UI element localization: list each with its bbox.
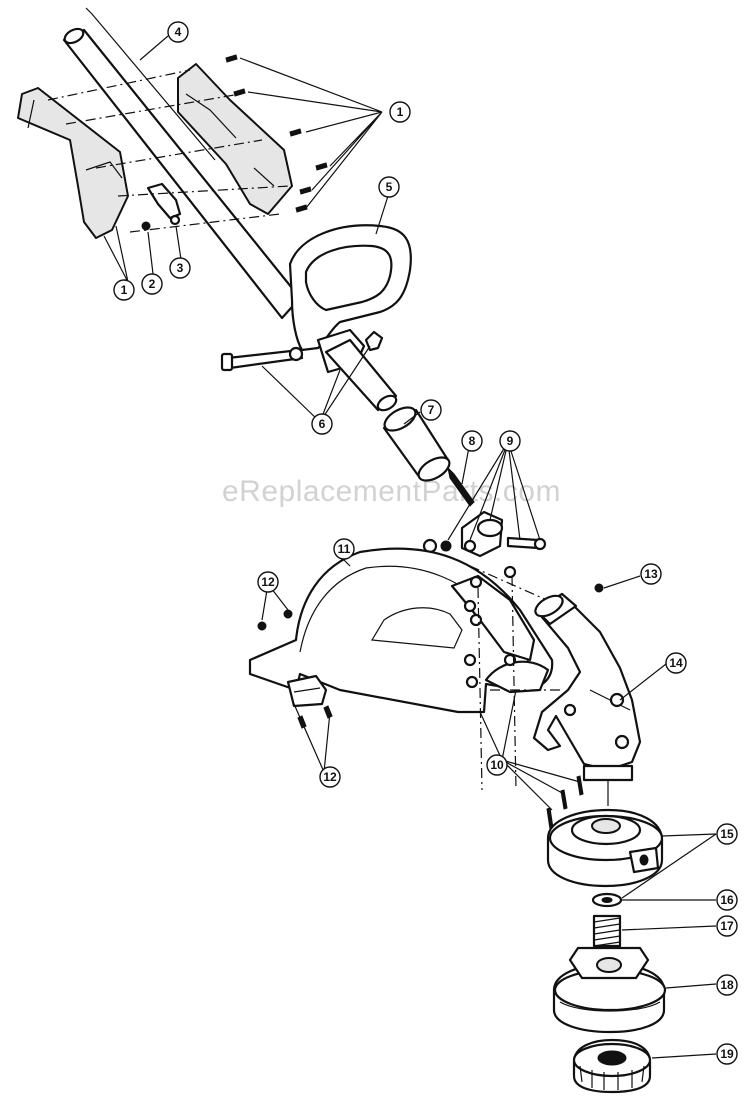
handle-housing-left: [17, 87, 129, 239]
svg-text:1: 1: [121, 283, 128, 297]
svg-text:2: 2: [149, 277, 156, 291]
svg-text:10: 10: [490, 758, 504, 772]
spring-3: [169, 214, 181, 226]
gear-head-housing: [532, 592, 642, 772]
svg-text:9: 9: [507, 434, 514, 448]
handle-knob: [364, 330, 384, 352]
nut-2: [141, 221, 151, 231]
svg-text:5: 5: [386, 180, 393, 194]
callout-6: 6: [311, 413, 333, 435]
callout-12b: 12: [319, 766, 341, 788]
callout-17: 17: [716, 915, 738, 937]
gear-head-screws: [576, 775, 584, 796]
callout-8: 8: [461, 430, 483, 452]
guard-arc: [484, 660, 550, 694]
callout-19: 19: [716, 1043, 738, 1065]
callout-4: 4: [167, 21, 189, 43]
svg-text:15: 15: [720, 827, 734, 841]
svg-text:12: 12: [261, 575, 275, 589]
svg-text:13: 13: [644, 567, 658, 581]
callout-1a: 1: [389, 101, 411, 123]
callout-2: 2: [141, 273, 163, 295]
screws-1: [225, 54, 328, 213]
spool-18: [552, 946, 667, 1034]
svg-text:7: 7: [428, 403, 435, 417]
handle-washer: [288, 346, 304, 362]
spool-housing-assembly: [546, 808, 664, 888]
callout-5: 5: [378, 176, 400, 198]
shaft-coupler: [382, 406, 475, 507]
loop-handle-inner: [304, 244, 393, 312]
leader-lines: [103, 35, 717, 1059]
gear-head-spindle-housing: [582, 764, 634, 782]
gear-head-inlet: [534, 594, 564, 618]
guard-assembly: [248, 547, 554, 729]
svg-text:19: 19: [720, 1047, 734, 1061]
bump-knob-19: [572, 1038, 652, 1094]
gear-head-screw: [594, 583, 604, 593]
svg-text:3: 3: [177, 261, 184, 275]
callout-9: 9: [499, 430, 521, 452]
guard-mount-tab: [286, 674, 328, 708]
svg-text:17: 17: [720, 919, 734, 933]
svg-text:1: 1: [397, 105, 404, 119]
throttle-cable: [85, 7, 216, 161]
guard-screw: [257, 621, 267, 631]
callout-14: 14: [665, 652, 687, 674]
shaft-section: [324, 338, 398, 412]
callout-18: 18: [716, 974, 738, 996]
svg-text:14: 14: [669, 656, 683, 670]
callout-11: 11: [333, 538, 355, 560]
svg-text:6: 6: [319, 417, 326, 431]
callout-12a: 12: [257, 571, 279, 593]
clamp-bolt: [506, 536, 540, 550]
callout-7: 7: [420, 399, 442, 421]
guard-window: [370, 607, 463, 649]
loop-handle-assembly: [220, 224, 412, 412]
svg-text:11: 11: [338, 542, 351, 556]
svg-text:4: 4: [175, 25, 182, 39]
watermark-text: eReplacementParts.com: [222, 475, 561, 508]
callout-10: 10: [486, 754, 508, 776]
callout-3: 3: [169, 257, 191, 279]
clamp-washer: [440, 540, 452, 552]
svg-text:16: 16: [720, 893, 734, 907]
upper-shaft-assembly: [17, 7, 328, 320]
svg-text:8: 8: [469, 434, 476, 448]
svg-text:12: 12: [323, 770, 337, 784]
clamp-bracket-assembly: [422, 510, 547, 558]
throttle-lever: [146, 182, 182, 220]
callout-1b: 1: [113, 279, 135, 301]
shaft-end: [63, 27, 85, 45]
callout-13: 13: [640, 563, 662, 585]
svg-text:18: 18: [720, 978, 734, 992]
callout-16: 16: [716, 889, 738, 911]
spring-17: [592, 914, 622, 948]
callout-15: 15: [716, 823, 738, 845]
drive-pin: [447, 466, 475, 507]
gear-head-assembly: [532, 583, 642, 830]
